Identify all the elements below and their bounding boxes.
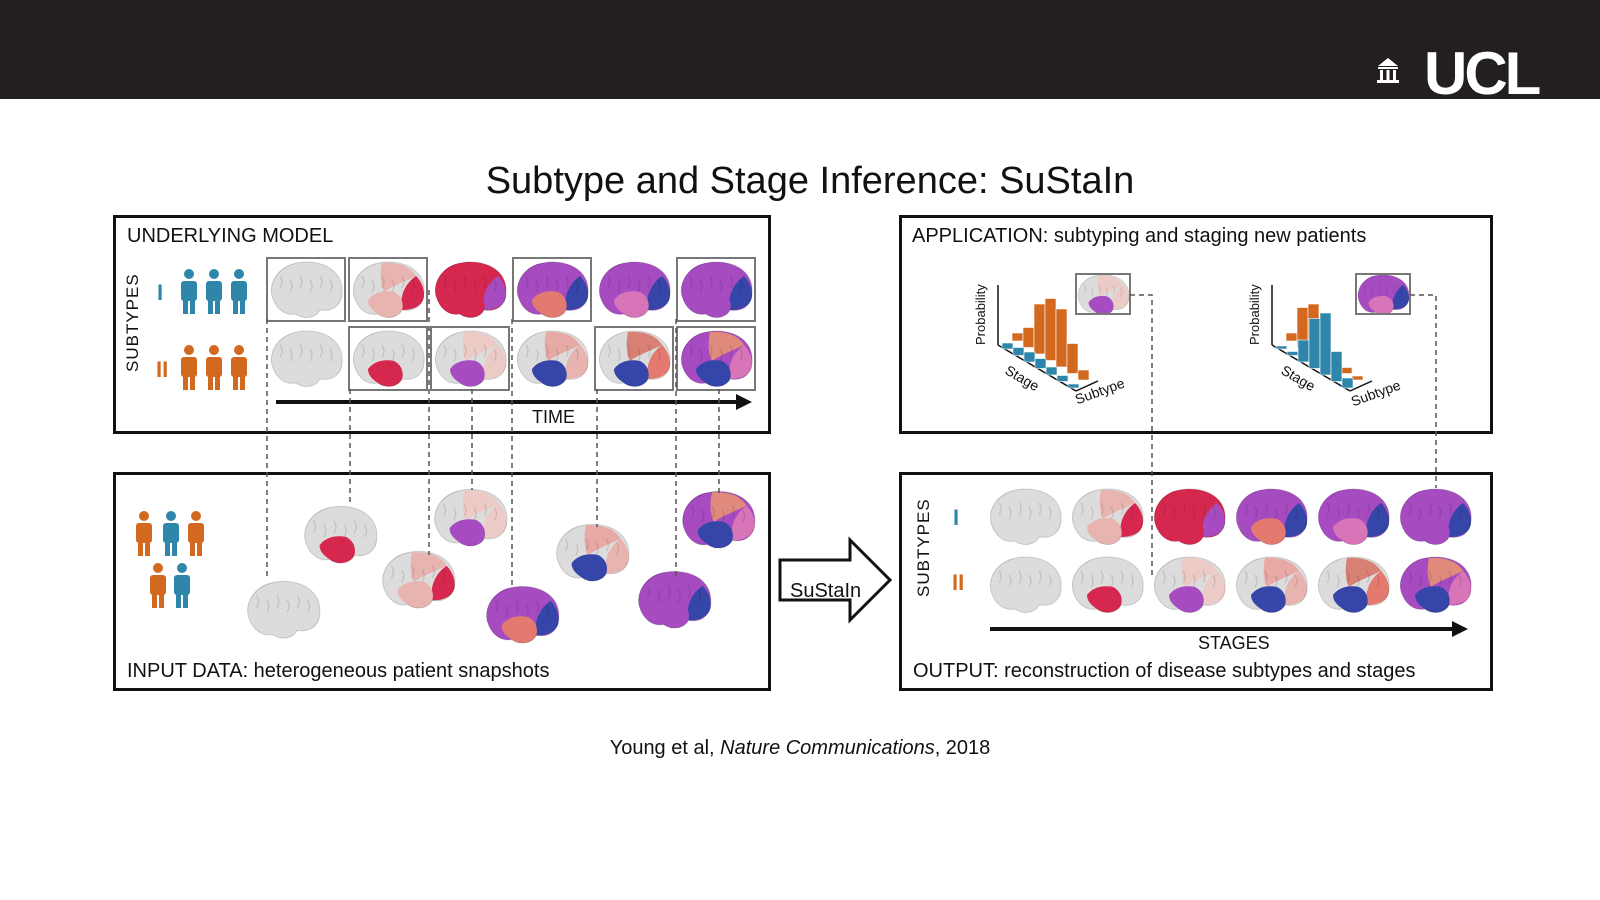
- probability-axis-label-1: Probability: [973, 284, 988, 345]
- input-data-label: INPUT DATA: heterogeneous patient snapsh…: [127, 660, 550, 682]
- subtypes-label: SUBTYPES: [123, 273, 142, 372]
- stages-label: STAGES: [1198, 633, 1270, 653]
- subtype-1-label: I: [157, 280, 164, 305]
- page-title: Subtype and Stage Inference: SuStaIn: [485, 160, 1135, 202]
- output-label: OUTPUT: reconstruction of disease subtyp…: [913, 660, 1416, 682]
- application-label: APPLICATION: subtyping and staging new p…: [912, 225, 1367, 247]
- probability-axis-label-2: Probability: [1247, 284, 1262, 345]
- portico-icon: [1377, 58, 1399, 83]
- underlying-model-panel: [113, 215, 771, 434]
- output-subtype-2-label: II: [952, 570, 965, 595]
- output-panel: [899, 472, 1493, 691]
- subtype-2-label: II: [156, 357, 169, 382]
- citation: Young et al, Nature Communications, 2018: [0, 737, 1600, 760]
- citation-year: , 2018: [934, 737, 991, 759]
- citation-journal: Nature Communications: [720, 737, 935, 759]
- output-subtypes-label: SUBTYPES: [914, 498, 933, 597]
- time-label: TIME: [532, 407, 575, 427]
- output-subtype-1-label: I: [953, 505, 960, 530]
- sustain-arrow: [778, 536, 893, 624]
- top-bar: [0, 0, 1600, 99]
- citation-authors: Young et al,: [609, 737, 721, 759]
- ucl-logo: UCL: [1424, 40, 1541, 107]
- underlying-model-label: UNDERLYING MODEL: [127, 225, 334, 247]
- sustain-arrow-label: SuStaIn: [790, 580, 862, 602]
- input-data-panel: [113, 472, 771, 691]
